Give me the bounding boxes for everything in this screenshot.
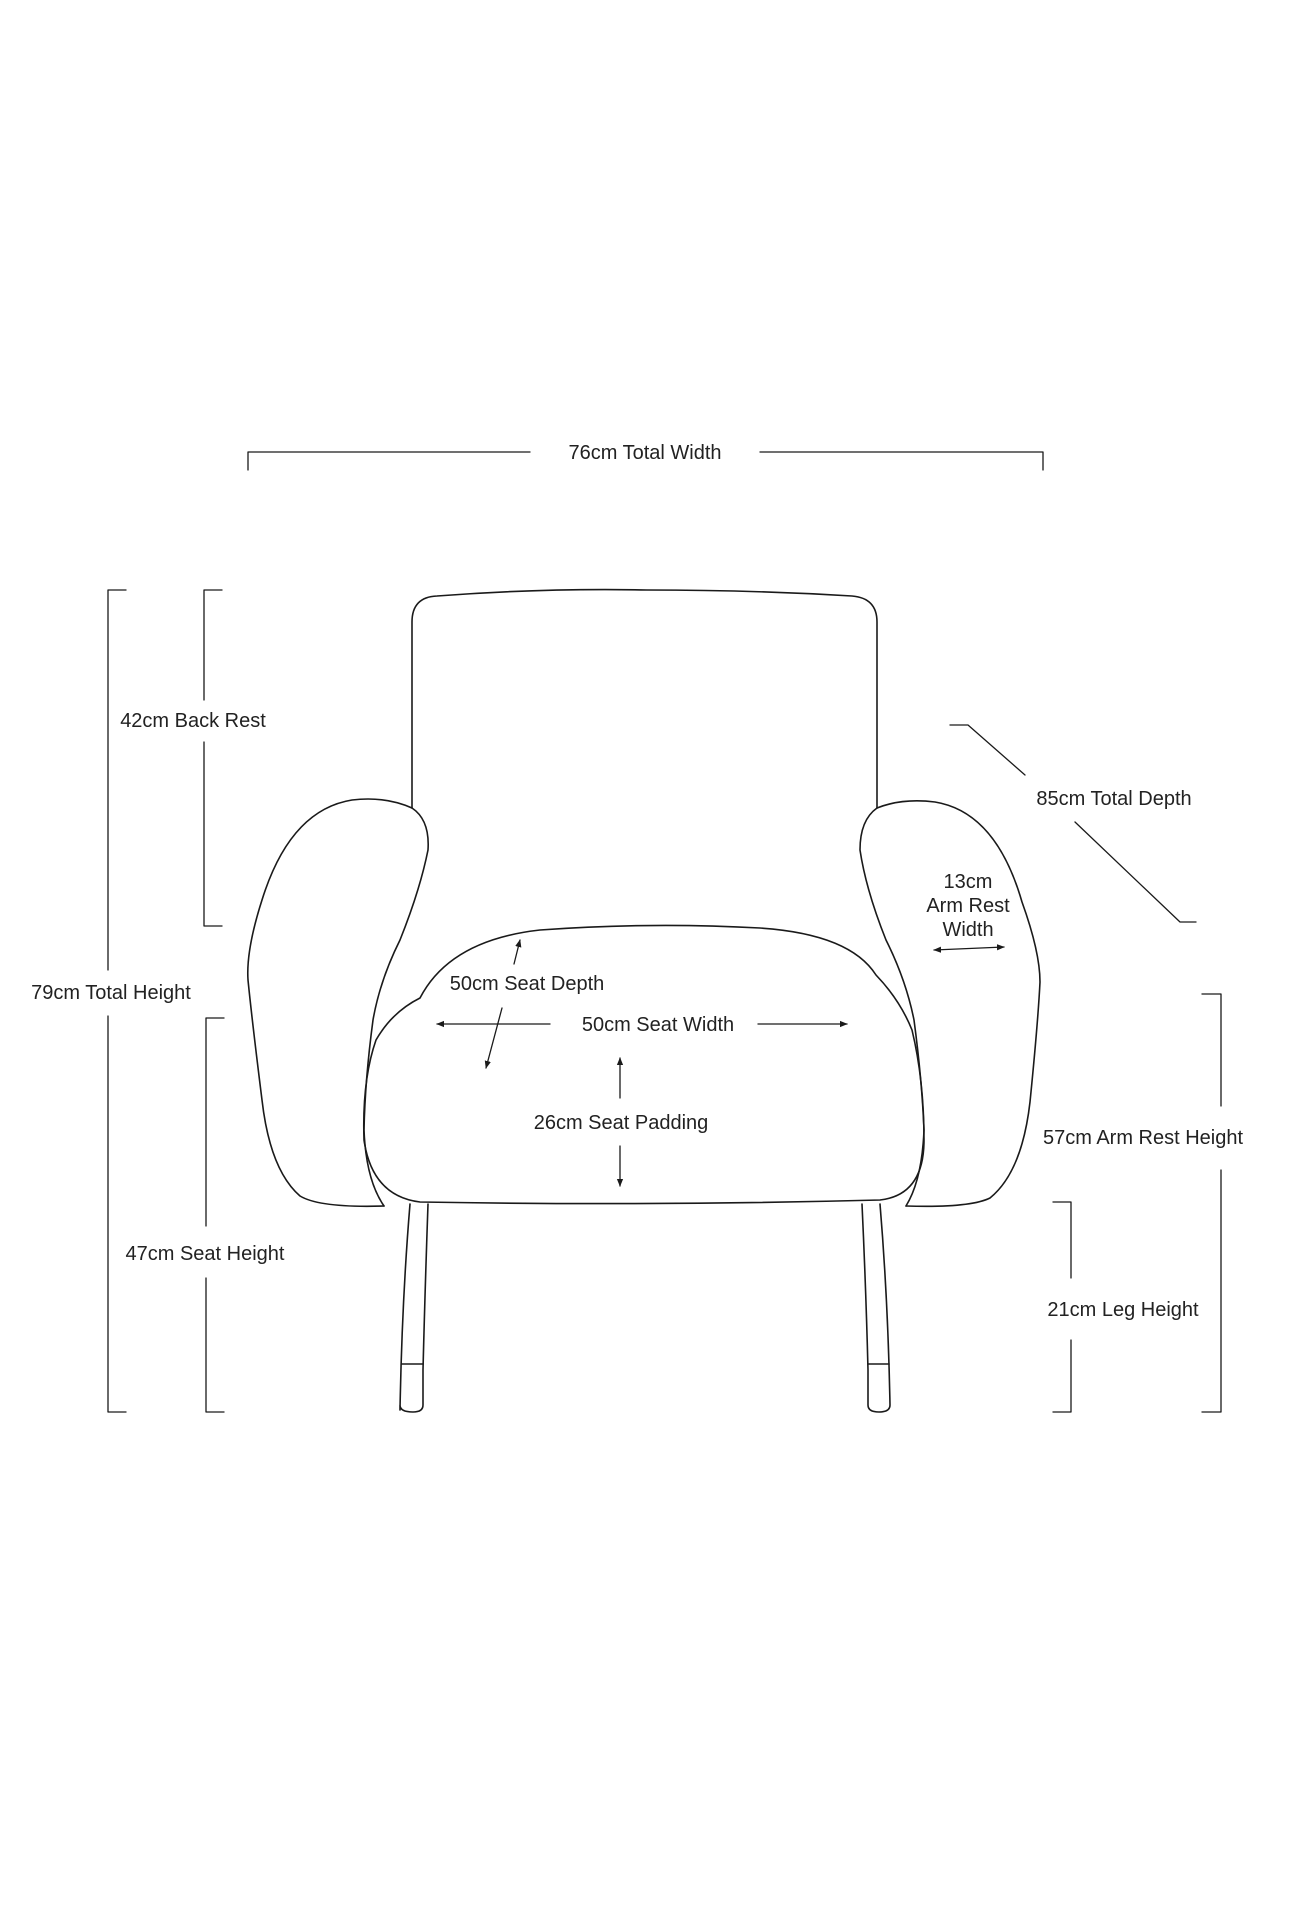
dimension-seat-padding: 26cm Seat Padding [534, 1057, 709, 1187]
dimension-total-height: 79cm Total Height [31, 589, 191, 1413]
dimension-back-rest: 42cm Back Rest [120, 589, 266, 927]
label-arm-rest-height: 57cm Arm Rest Height [1043, 1127, 1244, 1149]
dimension-leg-height: 21cm Leg Height [1047, 1201, 1199, 1413]
dimension-total-width: 76cm Total Width [247, 442, 1044, 471]
right-leg [861, 1203, 891, 1413]
label-total-height: 79cm Total Height [31, 982, 191, 1004]
label-arm-rest-width-line3: Width [942, 919, 993, 941]
label-seat-height: 47cm Seat Height [126, 1243, 285, 1265]
label-leg-height: 21cm Leg Height [1047, 1299, 1199, 1321]
chair-outline [246, 588, 1041, 1413]
right-arm-inner [859, 807, 925, 1207]
dimension-arm-rest-width: 13cm Arm Rest Width [926, 871, 1010, 953]
dimension-arm-rest-height: 57cm Arm Rest Height [1043, 993, 1244, 1413]
label-back-rest: 42cm Back Rest [120, 710, 266, 732]
label-total-width: 76cm Total Width [568, 442, 721, 464]
left-arm-rest [246, 798, 413, 1208]
left-leg [399, 1203, 429, 1413]
label-total-depth: 85cm Total Depth [1036, 788, 1191, 810]
seat-cushion [362, 924, 925, 1205]
label-seat-width: 50cm Seat Width [582, 1014, 734, 1036]
dimension-seat-height: 47cm Seat Height [126, 1017, 285, 1413]
right-arm-rest [876, 800, 1041, 1208]
dimension-total-depth: 85cm Total Depth [949, 724, 1197, 923]
dimension-seat-depth: 50cm Seat Depth [450, 939, 605, 1069]
back-rest-shape [411, 588, 878, 809]
label-arm-rest-width-line2: Arm Rest [926, 895, 1010, 917]
label-arm-rest-width-line1: 13cm [944, 871, 993, 893]
dimension-seat-width: 50cm Seat Width [436, 1014, 848, 1036]
label-seat-padding: 26cm Seat Padding [534, 1112, 709, 1134]
left-arm-inner [363, 807, 429, 1207]
label-seat-depth: 50cm Seat Depth [450, 973, 605, 995]
